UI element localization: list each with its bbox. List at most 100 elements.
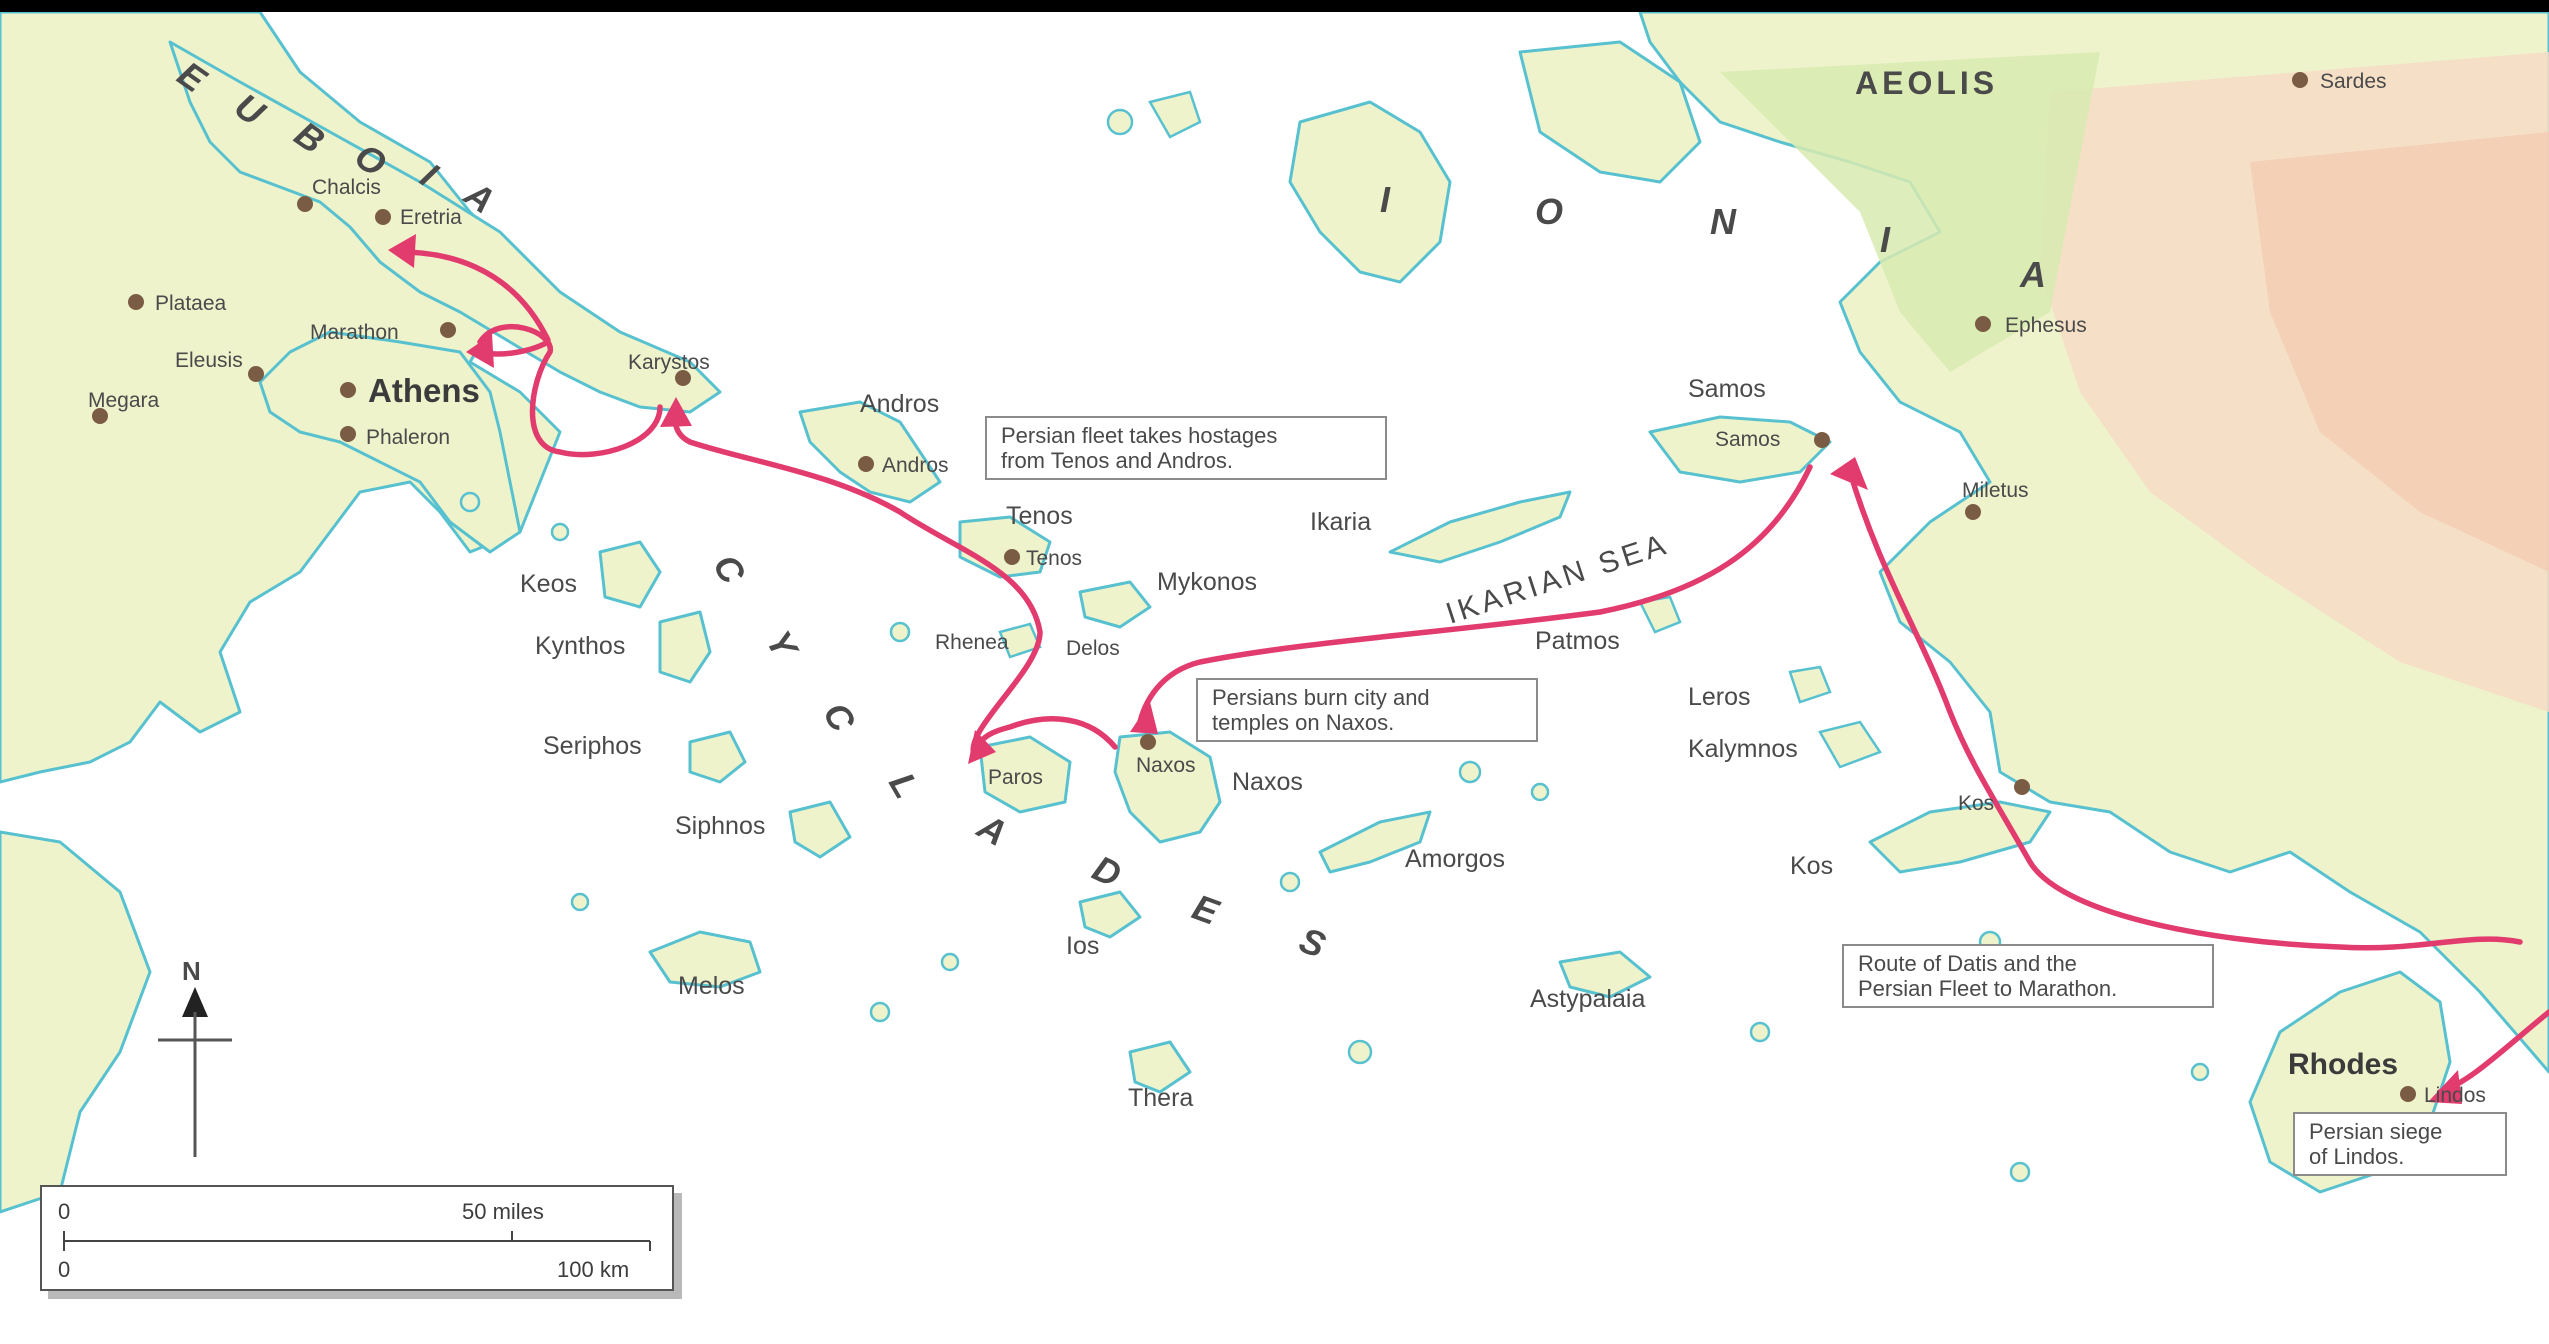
label-patmos: Patmos	[1535, 627, 1620, 655]
note-line: of Lindos.	[2309, 1144, 2405, 1169]
label-samos-city: Samos	[1715, 428, 1780, 451]
route-samos-to-naxos	[1137, 464, 1813, 725]
peloponnese	[0, 830, 152, 1214]
naxos-dot	[1140, 734, 1156, 750]
label-karystos: Karystos	[628, 351, 710, 374]
north-island	[1518, 40, 1702, 184]
arrowhead-paros	[968, 730, 996, 764]
miletus-dot	[1965, 504, 1981, 520]
athens-dot	[340, 382, 356, 398]
note-line: Persian fleet takes hostages	[1001, 423, 1278, 448]
chalcis-dot	[297, 196, 313, 212]
keos-island	[598, 540, 662, 609]
label-sardes: Sardes	[2320, 70, 2387, 93]
note-line: temples on Naxos.	[1212, 710, 1395, 735]
euboia-island	[168, 40, 722, 414]
label-ios: Ios	[1066, 932, 1099, 960]
note-tenos-andros: Persian fleet takes hostages from Tenos …	[985, 416, 1387, 480]
karystos-dot	[675, 370, 691, 386]
andros-island	[798, 400, 942, 504]
scale-km: 100 km	[557, 1257, 630, 1282]
label-andros-city: Andros	[882, 454, 949, 477]
label-kos-city: Kos	[1958, 792, 1994, 815]
label-marathon: Marathon	[310, 321, 399, 344]
label-phaleron: Phaleron	[366, 426, 450, 449]
label-ikaria: Ikaria	[1310, 508, 1371, 536]
melos-island	[648, 930, 762, 989]
label-melos: Melos	[678, 972, 745, 1000]
label-siphnos: Siphnos	[675, 812, 765, 840]
label-megara: Megara	[88, 389, 160, 412]
route-naxos-to-paros	[977, 716, 1118, 750]
region-aeolis: AEOLIS	[1855, 65, 1998, 101]
label-rhenea: Rhenea	[935, 631, 1009, 654]
andros-dot	[858, 456, 874, 472]
place-labels: Chalcis Eretria Plataea Marathon Eleusis…	[88, 70, 2486, 1112]
label-naxos-island: Naxos	[1232, 768, 1303, 796]
arrowhead-samos	[1830, 457, 1868, 490]
arrowhead-eretria	[388, 234, 416, 268]
note-line: Persian Fleet to Marathon.	[1858, 976, 2118, 1001]
arrowhead-lindos	[2428, 1070, 2462, 1104]
label-eleusis: Eleusis	[175, 349, 243, 372]
ionia-letter: O	[1535, 191, 1565, 232]
note-line: Persian siege	[2309, 1119, 2443, 1144]
small-island-1	[1148, 90, 1202, 139]
note-line: from Tenos and Andros.	[1001, 448, 1233, 473]
label-andros-island: Andros	[860, 390, 939, 418]
eretria-dot	[375, 209, 391, 225]
plataea-dot	[128, 294, 144, 310]
amorgos-island	[1318, 810, 1432, 874]
north-arrowhead-icon	[182, 987, 208, 1017]
label-amorgos: Amorgos	[1405, 845, 1505, 873]
label-miletus: Miletus	[1962, 479, 2029, 502]
label-athens: Athens	[368, 372, 480, 409]
ios-island	[1078, 890, 1142, 939]
north-arrow: N	[158, 956, 232, 1157]
siphnos-island	[788, 800, 852, 859]
marathon-dot	[440, 322, 456, 338]
phaleron-dot	[340, 426, 356, 442]
seriphos-island	[688, 730, 747, 784]
scale-line	[63, 1231, 651, 1251]
label-tenos-island: Tenos	[1006, 502, 1073, 530]
relief-east-high	[2250, 132, 2549, 572]
note-line: Route of Datis and the	[1858, 951, 2077, 976]
naxos-island	[1113, 730, 1222, 844]
megara-dot	[92, 408, 108, 424]
label-thera: Thera	[1128, 1084, 1193, 1112]
label-kos-island: Kos	[1790, 852, 1833, 880]
persian-route	[388, 234, 2549, 1104]
scale-miles: 50 miles	[462, 1199, 544, 1224]
ionia-letter: I	[1380, 179, 1392, 220]
note-line: Persians burn city and	[1212, 685, 1430, 710]
note-naxos: Persians burn city and temples on Naxos.	[1196, 678, 1538, 742]
ikaria-island	[1388, 490, 1572, 564]
kalymnos-island	[1818, 720, 1882, 769]
scale-bar: 0 50 miles 0 100 km	[40, 1185, 674, 1291]
route-karystos-to-eretria	[397, 249, 663, 458]
label-keos: Keos	[520, 570, 577, 598]
chios-island	[1288, 100, 1452, 284]
ionia-letter: A	[2019, 254, 2048, 295]
label-naxos-city: Naxos	[1136, 754, 1196, 777]
route-paros-to-karystos	[672, 404, 1043, 760]
ionia-letter: I	[1880, 219, 1892, 260]
scale-zero-top: 0	[58, 1199, 71, 1224]
label-ephesus: Ephesus	[2005, 314, 2087, 337]
label-delos: Delos	[1066, 637, 1120, 660]
sardes-dot	[2292, 72, 2308, 88]
label-samos-island: Samos	[1688, 375, 1766, 403]
region-ionia: I O N I A	[1380, 179, 2048, 295]
rhenea-island	[998, 622, 1042, 659]
samos-dot	[1814, 432, 1830, 448]
label-leros: Leros	[1688, 683, 1751, 711]
eleusis-dot	[248, 366, 264, 382]
leros-island	[1788, 665, 1832, 704]
attica	[258, 330, 522, 554]
label-plataea: Plataea	[155, 292, 227, 315]
aegean-map: E U B O I A I O N I A AEOLIS C Y C L A D…	[0, 12, 2549, 1344]
paros-island	[978, 735, 1072, 814]
label-kynthos: Kynthos	[535, 632, 625, 660]
label-eretria: Eretria	[400, 206, 462, 229]
